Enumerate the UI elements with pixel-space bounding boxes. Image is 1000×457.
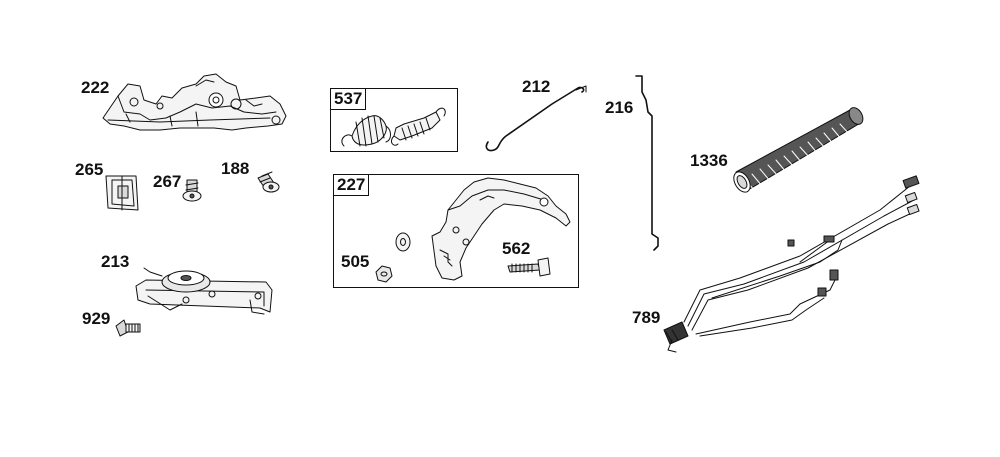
kit-227-box [333, 174, 579, 288]
part-188-screw [257, 171, 280, 193]
part-label-562: 562 [502, 239, 531, 258]
part-label-789: 789 [632, 308, 661, 327]
part-label-537: 537 [330, 88, 367, 110]
part-label-505: 505 [341, 252, 370, 271]
part-265-clip [105, 175, 139, 211]
part-label-216: 216 [605, 98, 634, 117]
part-213-idler-bracket [135, 267, 273, 315]
part-label-213: 213 [101, 252, 130, 271]
part-505-washer-nut [375, 232, 411, 283]
part-267-screw [182, 179, 202, 202]
part-222-bracket [102, 73, 287, 131]
part-label-188: 188 [221, 159, 250, 178]
part-label-929: 929 [82, 309, 111, 328]
kit-537-box [330, 88, 458, 152]
part-227-bracket [431, 177, 571, 281]
part-562-screw [507, 257, 551, 277]
part-label-212: 212 [522, 77, 551, 96]
part-212-link-rod [485, 85, 587, 152]
part-537-springs [341, 107, 446, 147]
part-216-rod [635, 75, 659, 251]
part-label-1336: 1336 [690, 151, 728, 170]
part-label-265: 265 [75, 160, 104, 179]
part-1336-conduit [733, 107, 864, 193]
part-789-harness [663, 175, 920, 353]
part-929-bolt [115, 319, 141, 337]
part-label-227: 227 [333, 174, 370, 196]
part-label-222: 222 [81, 78, 110, 97]
part-label-267: 267 [153, 172, 182, 191]
